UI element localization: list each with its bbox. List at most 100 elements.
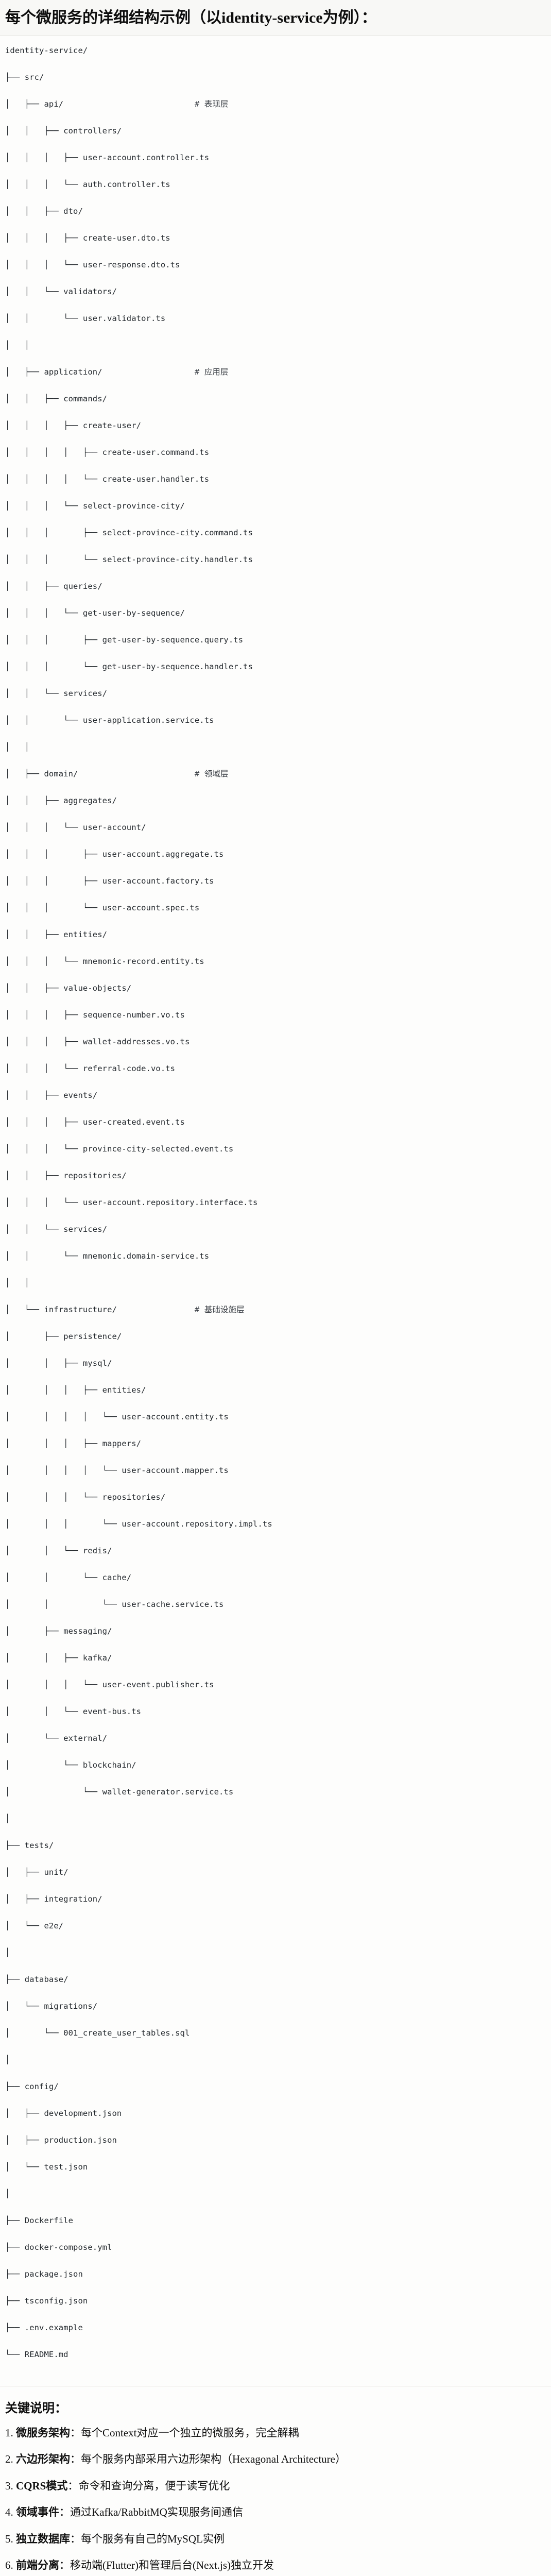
tree-line: │ │ │ └── referral-code.vo.ts: [5, 1062, 546, 1075]
tree-line: │: [5, 1812, 546, 1825]
tree-line: │ │ │ ├── sequence-number.vo.ts: [5, 1008, 546, 1022]
tree-line: └── README.md: [5, 2348, 546, 2361]
tree-line: │ ├── development.json: [5, 2107, 546, 2120]
key-note-number: 1.: [5, 2427, 16, 2439]
tree-line: │ │ │ └── get-user-by-sequence.handler.t…: [5, 660, 546, 673]
key-note-separator: ：: [70, 2427, 81, 2439]
key-note-description: 每个Context对应一个独立的微服务，完全解耦: [81, 2427, 299, 2439]
tree-line: │ │ │ └── mnemonic-record.entity.ts: [5, 955, 546, 968]
tree-line: │ ├── domain/ # 领域层: [5, 767, 546, 781]
tree-line: │ └── external/: [5, 1732, 546, 1745]
tree-line: │ │ │ └── user-account.repository.impl.t…: [5, 1517, 546, 1531]
tree-line: │ │: [5, 740, 546, 754]
tree-line: │ └── wallet-generator.service.ts: [5, 1785, 546, 1799]
key-note-number: 3.: [5, 2480, 16, 2492]
key-note-item: 3. CQRS模式：命令和查询分离，便于读写优化: [5, 2478, 546, 2495]
key-note-item: 4. 领域事件：通过Kafka/RabbitMQ实现服务间通信: [5, 2504, 546, 2521]
tree-line: │ │ │ │ └── create-user.handler.ts: [5, 472, 546, 486]
tree-line: │ │: [5, 338, 546, 352]
key-note-number: 5.: [5, 2533, 16, 2545]
tree-line: │ │ │ │ └── user-account.mapper.ts: [5, 1464, 546, 1477]
tree-line: │ │ │ └── user-event.publisher.ts: [5, 1678, 546, 1691]
tree-line: │ │ └── event-bus.ts: [5, 1705, 546, 1718]
key-note-number: 2.: [5, 2453, 16, 2465]
tree-line: │ │ └── mnemonic.domain-service.ts: [5, 1249, 546, 1263]
title-section: 每个微服务的详细结构示例（以identity-service为例）：: [0, 0, 551, 36]
key-notes-list: 1. 微服务架构：每个Context对应一个独立的微服务，完全解耦 2. 六边形架…: [5, 2425, 546, 2574]
tree-line: │ │ ├── controllers/: [5, 124, 546, 138]
tree-line: │ ├── integration/: [5, 1892, 546, 1906]
tree-line: │ │ ├── kafka/: [5, 1651, 546, 1665]
tree-line: ├── src/: [5, 71, 546, 84]
key-notes-heading: 关键说明：: [5, 2398, 546, 2416]
key-note-term: 六边形架构: [16, 2453, 70, 2465]
tree-line: ├── config/: [5, 2080, 546, 2093]
tree-line: │ ├── application/ # 应用层: [5, 365, 546, 379]
tree-line: │ │ ├── dto/: [5, 205, 546, 218]
tree-line: │ └── e2e/: [5, 1919, 546, 1933]
directory-tree: identity-service/ ├── src/ │ ├── api/ # …: [5, 44, 546, 2375]
tree-line: │ │ │ │ └── user-account.entity.ts: [5, 1410, 546, 1423]
key-note-separator: ：: [67, 2480, 78, 2492]
key-note-number: 4.: [5, 2506, 16, 2518]
key-note-separator: ：: [59, 2506, 70, 2518]
key-note-separator: ：: [70, 2533, 81, 2545]
tree-line: │ └── migrations/: [5, 1999, 546, 2013]
tree-line: │ │ │ └── user-account/: [5, 821, 546, 834]
tree-line: │ │ │ ├── entities/: [5, 1383, 546, 1397]
tree-line: │ │ │ ├── mappers/: [5, 1437, 546, 1450]
tree-line: │ │ └── validators/: [5, 285, 546, 298]
tree-line: │ │ │ └── select-province-city.handler.t…: [5, 553, 546, 566]
tree-line: │ │ ├── aggregates/: [5, 794, 546, 807]
tree-line: │ │ ├── entities/: [5, 928, 546, 941]
tree-line-comment: # 领域层: [195, 769, 229, 778]
tree-line: │ │: [5, 1276, 546, 1290]
tree-line: │ │ │ ├── create-user.dto.ts: [5, 231, 546, 245]
tree-line: │: [5, 2187, 546, 2200]
tree-line: │ │ │ └── user-response.dto.ts: [5, 258, 546, 272]
tree-line: ├── .env.example: [5, 2321, 546, 2334]
tree-line: │ │ │ └── user-account.repository.interf…: [5, 1196, 546, 1209]
page-title: 每个微服务的详细结构示例（以identity-service为例）：: [5, 8, 546, 28]
key-note-item: 5. 独立数据库：每个服务有自己的MySQL实例: [5, 2531, 546, 2548]
tree-line: │ ├── persistence/: [5, 1330, 546, 1343]
tree-line: ├── database/: [5, 1973, 546, 1986]
tree-line: │: [5, 1946, 546, 1959]
key-note-item: 2. 六边形架构：每个服务内部采用六边形架构（Hexagonal Archite…: [5, 2451, 546, 2468]
key-note-term: CQRS模式: [16, 2480, 67, 2492]
tree-line: │ └── 001_create_user_tables.sql: [5, 2026, 546, 2040]
tree-line: ├── Dockerfile: [5, 2214, 546, 2227]
key-note-separator: ：: [70, 2453, 81, 2465]
tree-line: │ ├── messaging/: [5, 1624, 546, 1638]
key-note-description: 移动端(Flutter)和管理后台(Next.js)独立开发: [70, 2559, 274, 2571]
tree-line: │ │ │ ├── select-province-city.command.t…: [5, 526, 546, 539]
tree-line: │: [5, 2053, 546, 2066]
tree-line: │ │ ├── repositories/: [5, 1169, 546, 1182]
tree-line: │ │ │ └── get-user-by-sequence/: [5, 606, 546, 620]
tree-line: │ │ │ │ ├── create-user.command.ts: [5, 446, 546, 459]
tree-line: │ ├── unit/: [5, 1866, 546, 1879]
tree-line: │ │ │ ├── create-user/: [5, 419, 546, 432]
tree-line: │ │ │ ├── wallet-addresses.vo.ts: [5, 1035, 546, 1048]
tree-line: │ │ ├── events/: [5, 1089, 546, 1102]
tree-line: │ │ └── user-cache.service.ts: [5, 1598, 546, 1611]
tree-line: │ └── blockchain/: [5, 1758, 546, 1772]
key-note-number: 6.: [5, 2559, 16, 2571]
tree-line: │ │ │ └── user-account.spec.ts: [5, 901, 546, 914]
tree-line-comment: # 基础设施层: [195, 1305, 245, 1314]
tree-line: │ │ ├── queries/: [5, 580, 546, 593]
key-note-description: 通过Kafka/RabbitMQ实现服务间通信: [70, 2506, 243, 2518]
key-notes-section: 关键说明： 1. 微服务架构：每个Context对应一个独立的微服务，完全解耦 2…: [0, 2386, 551, 2576]
tree-line: ├── tsconfig.json: [5, 2294, 546, 2308]
tree-line: ├── docker-compose.yml: [5, 2241, 546, 2254]
key-note-description: 每个服务内部采用六边形架构（Hexagonal Architecture）: [81, 2453, 346, 2465]
key-note-item: 1. 微服务架构：每个Context对应一个独立的微服务，完全解耦: [5, 2425, 546, 2442]
key-note-term: 前端分离: [16, 2559, 59, 2571]
key-note-term: 独立数据库: [16, 2533, 70, 2545]
tree-line: │ │ ├── value-objects/: [5, 981, 546, 995]
directory-tree-section: identity-service/ ├── src/ │ ├── api/ # …: [0, 36, 551, 2386]
tree-line: │ │ ├── mysql/: [5, 1357, 546, 1370]
tree-line: │ │ └── user.validator.ts: [5, 312, 546, 325]
tree-line: │ │ └── cache/: [5, 1571, 546, 1584]
